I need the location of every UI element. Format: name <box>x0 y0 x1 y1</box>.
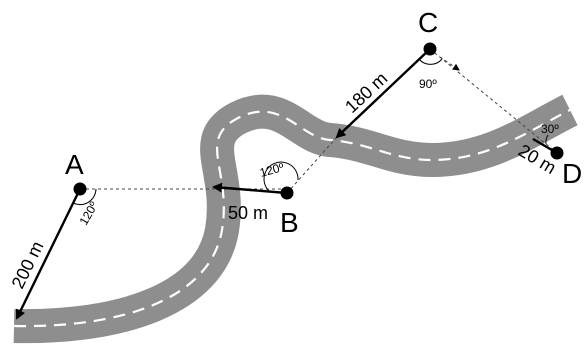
vector-a <box>15 188 82 320</box>
distance-b-label: 50 m <box>228 203 268 223</box>
angle-c-label: 90º <box>419 77 437 91</box>
point-a-dot <box>73 182 87 196</box>
angle-arc-b <box>263 161 299 193</box>
reference-line-b-c <box>286 127 346 194</box>
road-center-line <box>13 109 571 328</box>
road <box>13 94 578 344</box>
point-d-label: D <box>562 158 582 189</box>
point-b-dot <box>280 186 294 200</box>
point-a-label: A <box>65 149 84 180</box>
vector-b <box>212 182 288 195</box>
angle-d-label: 30º <box>541 122 559 136</box>
angle-arc-a <box>72 188 97 206</box>
point-b-label: B <box>280 207 299 238</box>
distance-a-label: 200 m <box>8 238 48 292</box>
point-d-dot <box>550 146 564 160</box>
angle-arc-d <box>545 134 549 145</box>
point-c-label: C <box>418 7 438 38</box>
point-c-dot <box>423 42 437 56</box>
angle-b-label: 120º <box>258 160 286 180</box>
vector-c <box>335 48 431 139</box>
angle-arc-c <box>418 58 443 65</box>
vector-c-dashed-arrow <box>439 56 460 71</box>
angle-a-label: 120º <box>76 199 101 228</box>
